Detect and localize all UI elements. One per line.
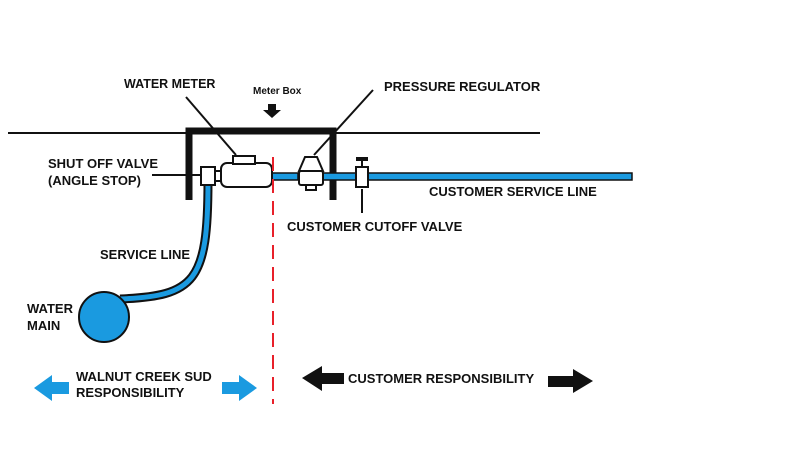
- regulator-outlet-pipe: [321, 172, 357, 181]
- shut-off-valve-label-2: (ANGLE STOP): [48, 173, 141, 188]
- pressure-regulator-leader: [313, 89, 374, 156]
- meter-box: [185, 127, 337, 200]
- service-line-pipe: [119, 180, 211, 302]
- water-main-label-1: WATER: [27, 301, 74, 316]
- customer-responsibility-label: CUSTOMER RESPONSIBILITY: [348, 371, 534, 386]
- service-line-label: SERVICE LINE: [100, 247, 190, 262]
- utility-responsibility-label-2: RESPONSIBILITY: [76, 385, 185, 400]
- water-meter-leader: [185, 96, 237, 156]
- meter-box-label: Meter Box: [253, 86, 302, 97]
- service-line-pipe-outline: [119, 180, 213, 304]
- shut-off-valve-icon: [200, 166, 216, 186]
- water-meter-label: WATER METER: [124, 77, 215, 91]
- utility-responsibility-label-1: WALNUT CREEK SUD: [76, 369, 212, 384]
- customer-service-line-label: CUSTOMER SERVICE LINE: [429, 184, 597, 199]
- water-main-icon: [78, 291, 130, 343]
- customer-right-arrow-icon: [548, 369, 593, 393]
- water-meter-icon: [220, 155, 273, 188]
- meter-outlet-pipe: [271, 172, 299, 181]
- customer-cutoff-valve-icon: [355, 157, 369, 188]
- meter-box-arrow-icon: [263, 104, 281, 118]
- pressure-regulator-icon: [297, 156, 325, 191]
- water-main-label-2: MAIN: [27, 318, 60, 333]
- pressure-regulator-label: PRESSURE REGULATOR: [384, 79, 541, 94]
- shut-off-valve-label-1: SHUT OFF VALVE: [48, 156, 158, 171]
- utility-left-arrow-icon: [34, 375, 69, 401]
- customer-left-arrow-icon: [302, 366, 344, 391]
- customer-cutoff-valve-label: CUSTOMER CUTOFF VALVE: [287, 219, 463, 234]
- utility-right-arrow-icon: [222, 375, 257, 401]
- customer-service-line-pipe: [367, 172, 633, 181]
